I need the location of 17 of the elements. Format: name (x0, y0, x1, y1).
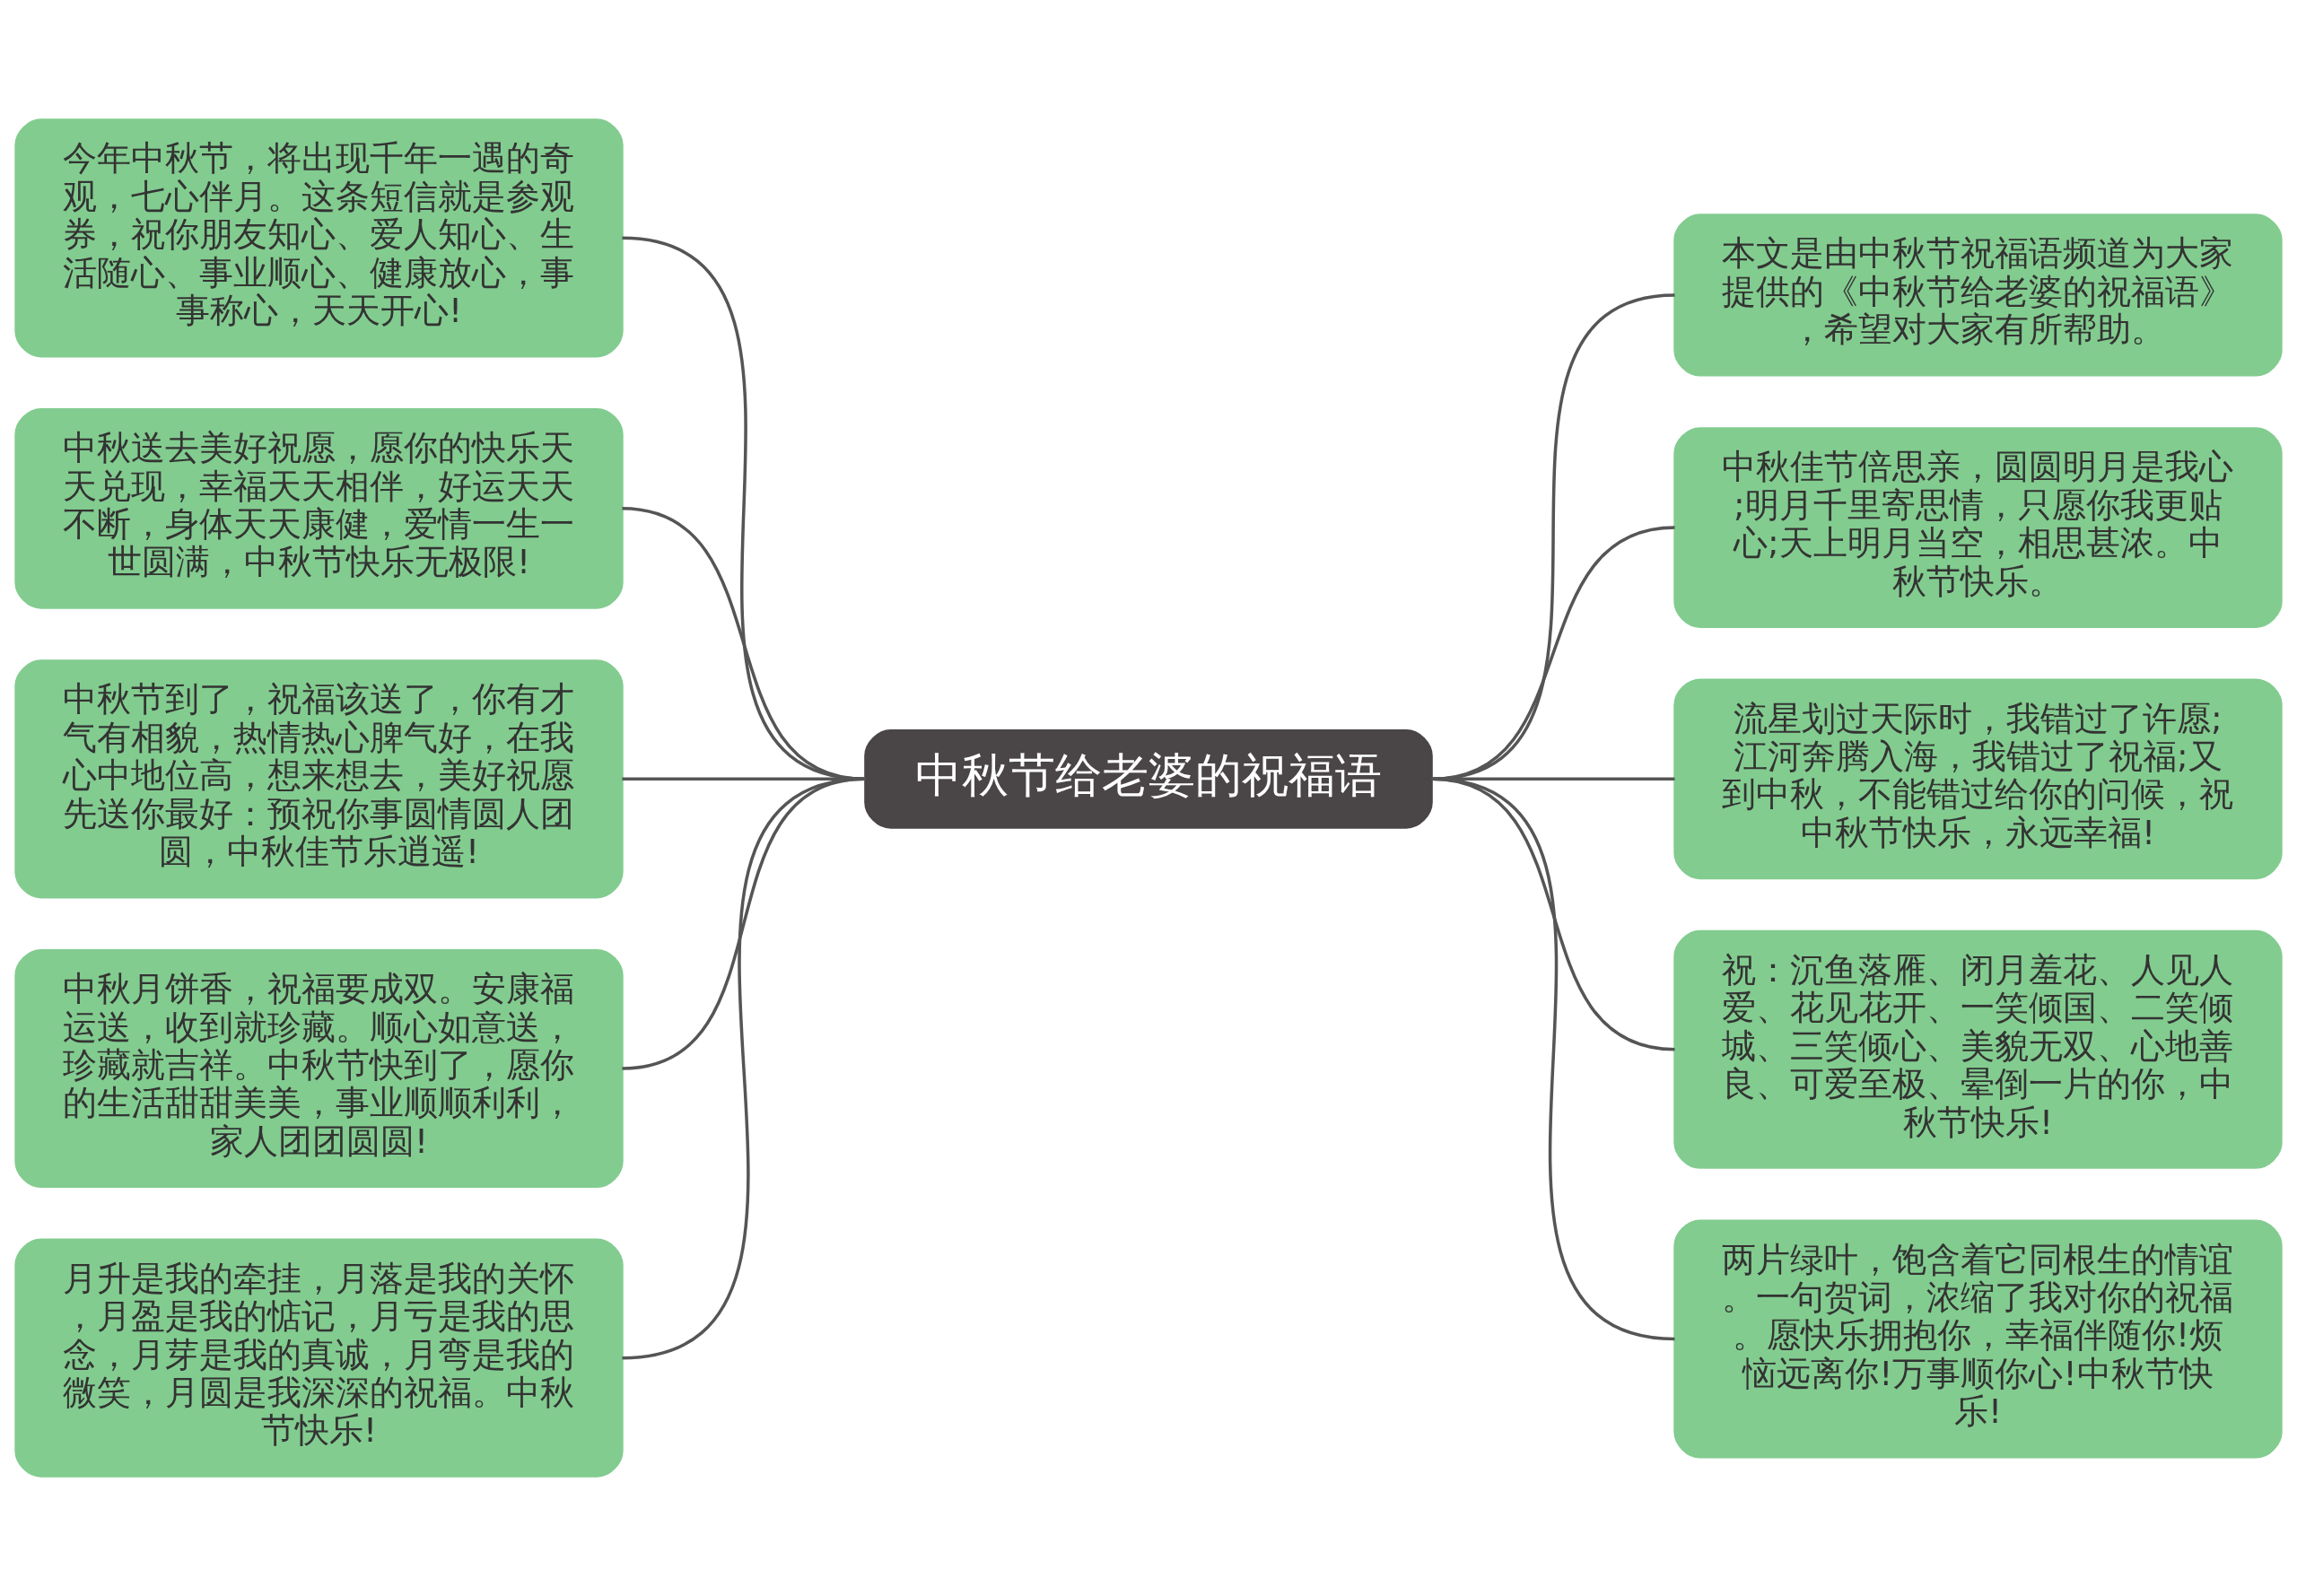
node-box: 中秋送去美好祝愿，愿你的快乐天天兑现，幸福天天相伴，好运天天不断，身体天天康健，爱情一生一世圆满，中秋节快乐无极限! (14, 407, 624, 609)
connector (622, 507, 866, 781)
connector (1431, 293, 1675, 781)
node-box: 月升是我的牵挂，月落是我的关怀，月盈是我的惦记，月亏是我的思念，月芽是我的真诚，月弯是我的微笑，月圆是我深深的祝福。中秋节快乐! (14, 1238, 624, 1478)
node-box: 中秋佳节倍思亲，圆圆明月是我心;明月千里寄思情，只愿你我更贴心;天上明月当空，相思甚浓。中秋节快乐。 (1673, 427, 2283, 628)
node-box: 中秋月饼香，祝福要成双。安康福运送，收到就珍藏。顺心如意送，珍藏就吉祥。中秋节快到了，愿你的生活甜甜美美，事业顺顺利利，家人团团圆圆! (14, 948, 624, 1189)
node-box: 两片绿叶，饱含着它同根生的情谊。一句贺词，浓缩了我对你的祝福。愿快乐拥抱你，幸福伴随你!烦恼远离你!万事顺你心!中秋节快乐! (1673, 1219, 2283, 1459)
node-box: 中秋节给老婆的祝福语 (864, 728, 1433, 829)
node-box: 今年中秋节，将出现千年一遇的奇观，七心伴月。这条短信就是参观券，祝你朋友知心、爱人知心、生活随心、事业顺心、健康放心，事事称心，天天开心! (14, 118, 624, 358)
node-box: 祝：沉鱼落雁、闭月羞花、人见人爱、花见花开、一笑倾国、二笑倾城、三笑倾心、美貌无双、心地善良、可爱至极、晕倒一片的你，中秋节快乐! (1673, 929, 2283, 1169)
node-box: 流星划过天际时，我错过了许愿;江河奔腾入海，我错过了祝福;又到中秋，不能错过给你的问候，祝中秋节快乐，永远幸福! (1673, 678, 2283, 880)
connector (1431, 526, 1675, 781)
connector (622, 236, 866, 781)
connector (622, 777, 866, 1360)
node-box: 中秋节到了，祝福该送了，你有才气有相貌，热情热心脾气好，在我心中地位高，想来想去，美好祝愿先送你最好：预祝你事圆情圆人团圆，中秋佳节乐逍遥! (14, 659, 624, 899)
connector (1431, 777, 1675, 1341)
node-box: 本文是由中秋节祝福语频道为大家提供的《中秋节给老婆的祝福语》，希望对大家有所帮助。 (1673, 214, 2283, 377)
